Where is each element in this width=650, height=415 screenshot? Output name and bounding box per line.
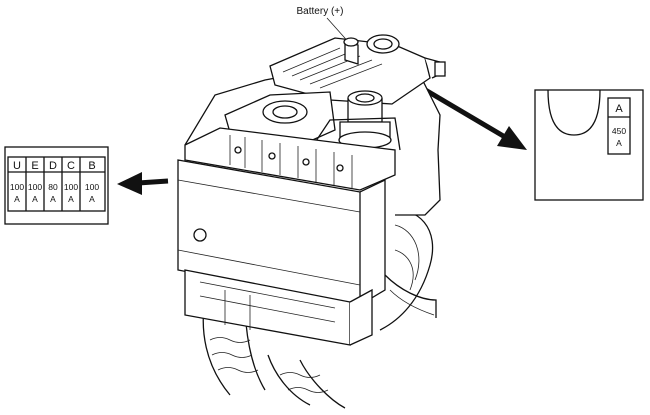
fuse-box-illustration <box>177 34 446 409</box>
left-fuse-unit-d: A <box>50 194 56 204</box>
left-fuse-unit-c: A <box>68 194 74 204</box>
right-fuse-block: A 450 A <box>534 89 644 201</box>
left-fuse-unit-u: A <box>14 194 20 204</box>
left-fuse-header-c: C <box>67 160 75 172</box>
left-fuse-unit-e: A <box>32 194 38 204</box>
left-fuse-header-u: U <box>13 160 21 172</box>
right-fuse-rating: 450 <box>612 126 626 136</box>
battery-label: Battery (+) <box>297 6 344 17</box>
left-fuse-rating-u: 100 <box>10 182 24 192</box>
left-fuse-rating-e: 100 <box>28 182 42 192</box>
left-fuse-unit-b: A <box>89 194 95 204</box>
left-fuse-header-e: E <box>31 160 38 172</box>
left-fuse-header-b: B <box>88 160 95 172</box>
left-fuse-rating-d: 80 <box>48 182 58 192</box>
left-fuse-rating-c: 100 <box>64 182 78 192</box>
left-pointer-arrow <box>117 172 169 195</box>
right-fuse-header-a: A <box>615 103 623 115</box>
left-fuse-header-d: D <box>49 160 57 172</box>
left-fuse-rating-b: 100 <box>85 182 99 192</box>
right-fuse-unit: A <box>616 138 622 148</box>
left-fuse-block: U E D C B 100 A 100 A 80 A 100 A 100 A <box>4 146 109 225</box>
